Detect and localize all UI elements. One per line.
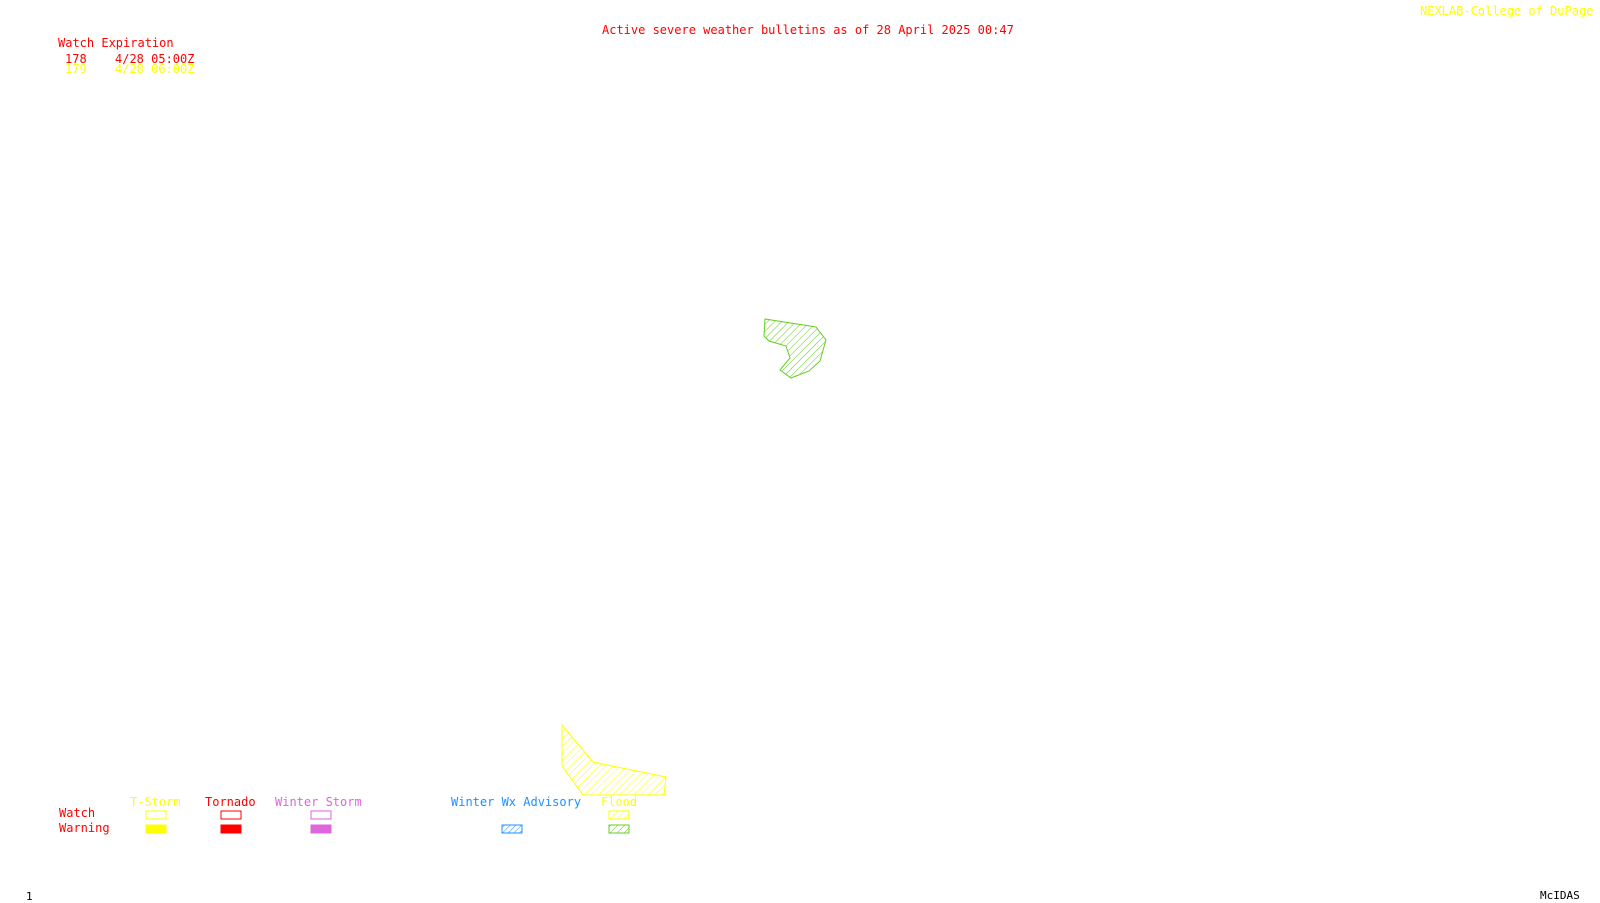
legend-winter-storm-label: Winter Storm xyxy=(275,795,362,809)
legend-watch-row-label: Watch xyxy=(59,806,96,820)
legend-winter-storm-warning-box xyxy=(310,824,332,834)
legend-winter-wx-advisory-label: Winter Wx Advisory xyxy=(451,795,582,809)
flood-warning-polygon[interactable] xyxy=(763,318,827,379)
legend-tornado-label: Tornado xyxy=(205,795,256,809)
page-title: Active severe weather bulletins as of 28… xyxy=(602,23,1014,37)
frame-number: 1 xyxy=(26,890,33,903)
watch-row-178-expires: 4/28 05:00Z xyxy=(115,52,195,66)
legend-tstorm-label: T-Storm xyxy=(130,795,181,809)
watch-row-179-expires: 4/28 06:00Z xyxy=(115,62,195,76)
legend-winter-storm-watch-box xyxy=(310,810,332,820)
legend-tornado-watch-box xyxy=(220,810,242,820)
legend-flood-warning-box xyxy=(608,824,630,834)
credit-label: NEXLAB-College of DuPage R xyxy=(1420,4,1600,18)
software-label: McIDAS xyxy=(1540,889,1580,902)
legend-tornado-warning-box xyxy=(220,824,242,834)
legend-tstorm-warning-box xyxy=(145,824,167,834)
watch-row-179-id[interactable]: 179 xyxy=(65,62,87,76)
watch-row-178-id[interactable]: 178 xyxy=(65,52,87,66)
legend-tstorm-watch-box xyxy=(145,810,167,820)
watch-expiration-heading: Watch Expiration xyxy=(58,36,174,50)
legend-winter-wx-advisory-box xyxy=(501,824,523,834)
tstorm-watch-polygon[interactable] xyxy=(561,723,667,796)
legend-flood-watch-box xyxy=(608,810,630,820)
legend-warning-row-label: Warning xyxy=(59,821,110,835)
legend-flood-label: Flood xyxy=(601,795,638,809)
